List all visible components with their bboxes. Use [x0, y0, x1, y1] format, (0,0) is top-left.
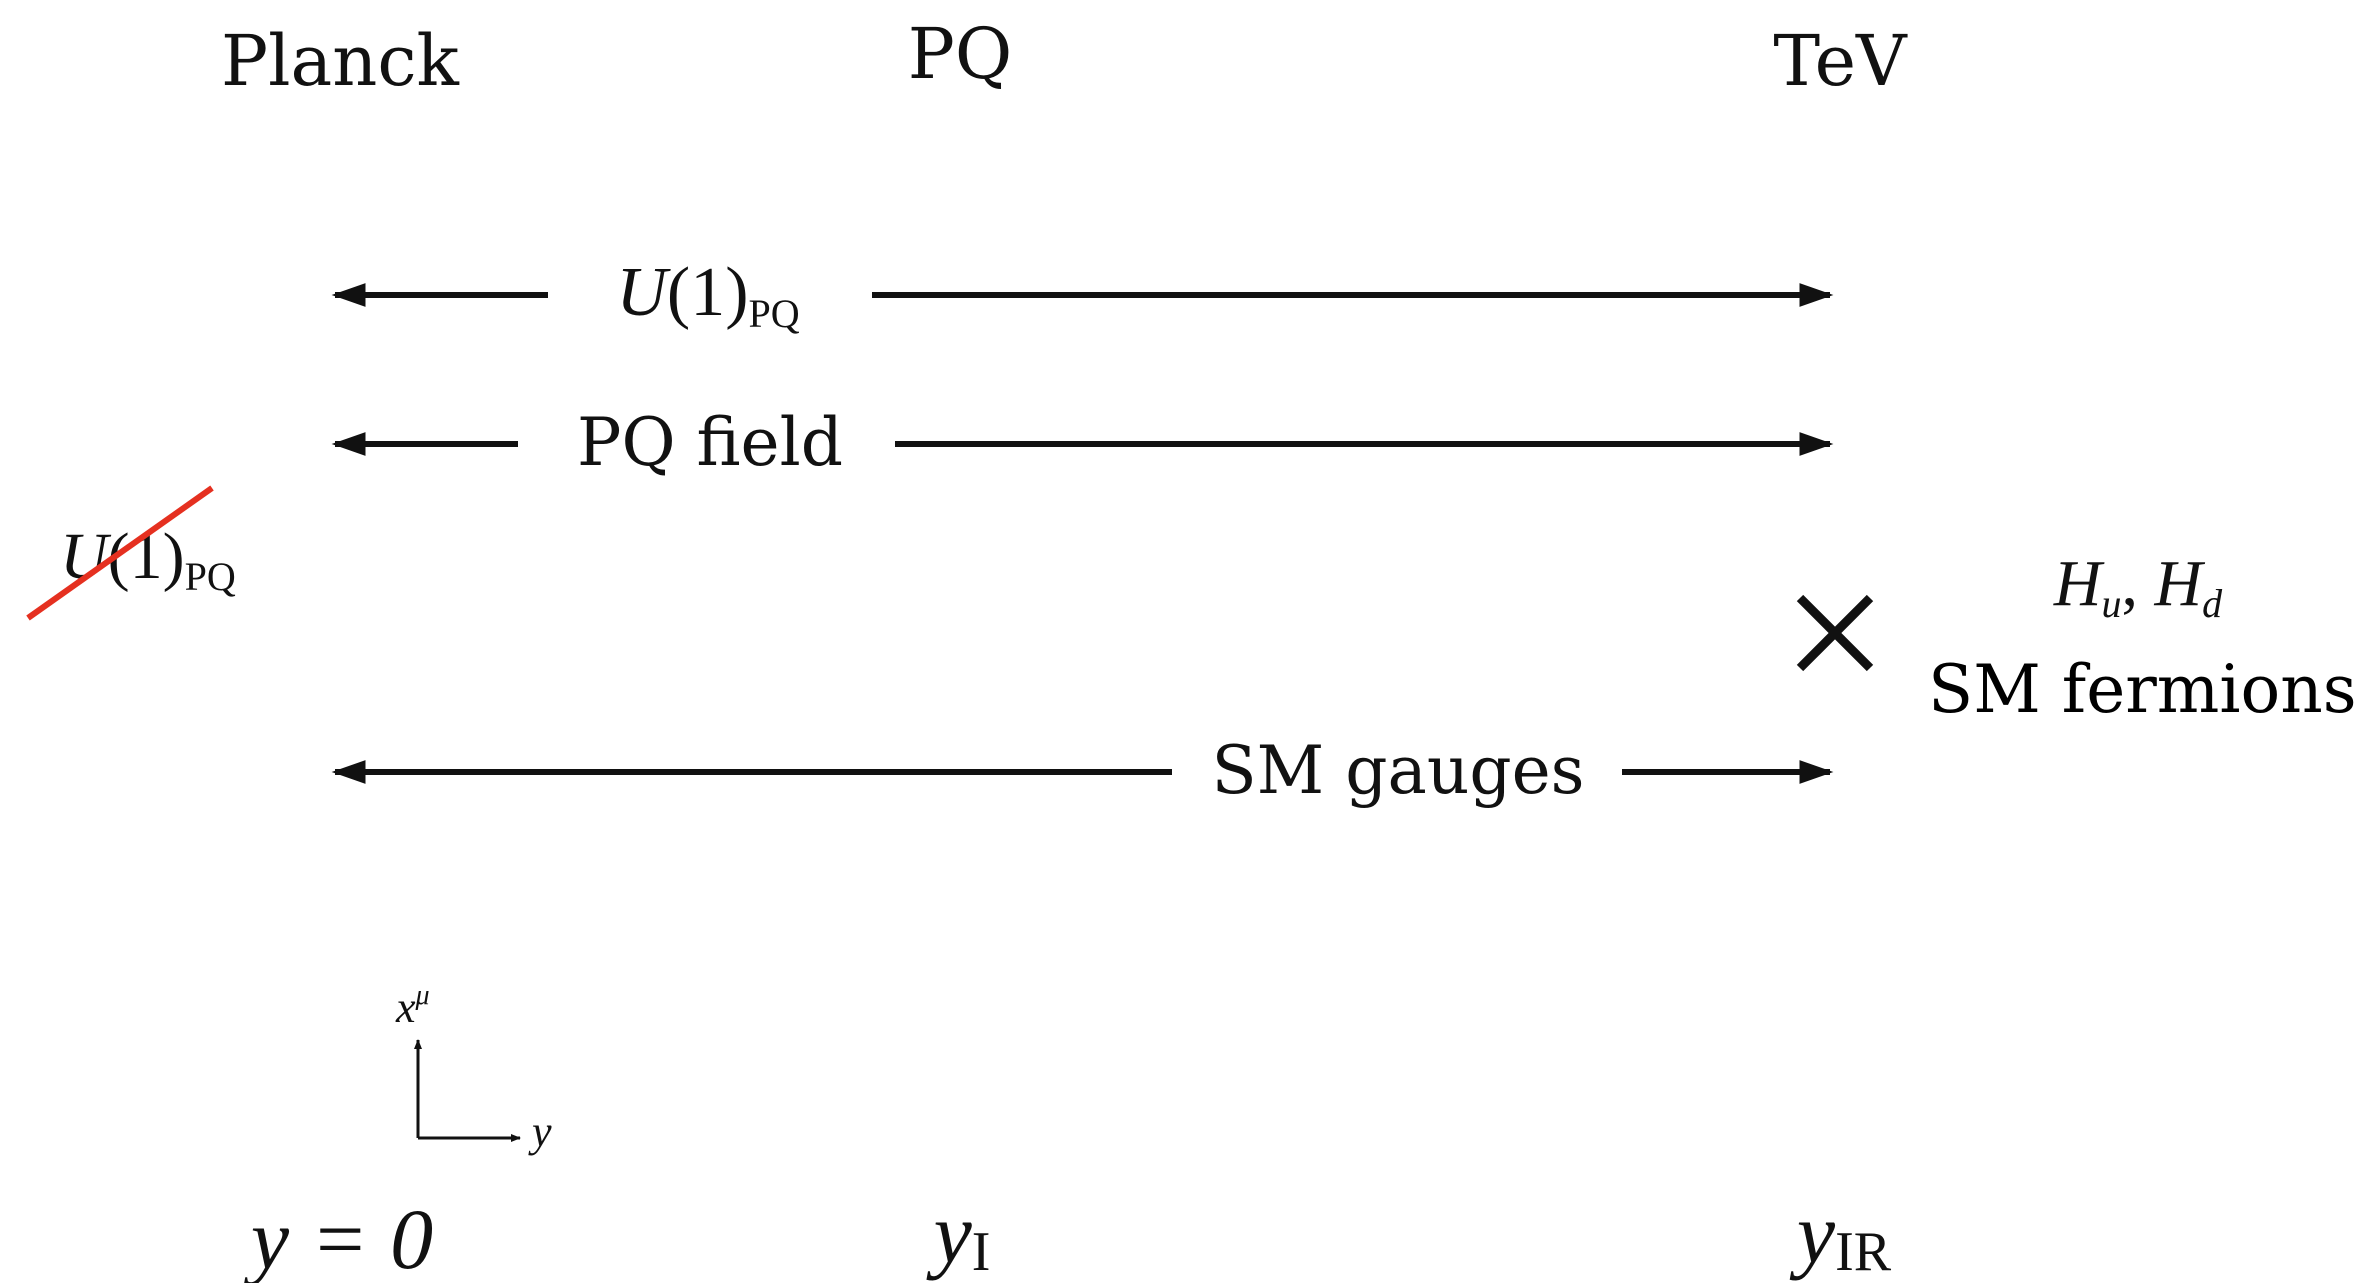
pq-field-label: PQ field — [577, 404, 843, 481]
pq-position-label: yI — [926, 1185, 991, 1283]
pq-brane-label: PQ — [908, 13, 1013, 95]
y-axis-label: y — [528, 1107, 552, 1156]
localized-fields-cross-icon — [1796, 594, 1874, 672]
planck-label: Planck — [221, 20, 460, 102]
u1pq-arrow-label: U(1)PQ — [616, 254, 799, 336]
planck-position-label: y = 0 — [243, 1191, 433, 1283]
sm-fermions-label: SM fermions — [1928, 651, 2357, 728]
xmu-axis-label: xμ — [395, 980, 430, 1032]
sm-gauges-label: SM gauges — [1211, 732, 1584, 809]
tev-label: TeV — [1773, 20, 1908, 102]
tev-position-label: yIR — [1789, 1185, 1892, 1283]
higgs-fields-label: Hu, Hd — [2053, 547, 2223, 626]
broken-symmetry-strike — [26, 485, 214, 621]
